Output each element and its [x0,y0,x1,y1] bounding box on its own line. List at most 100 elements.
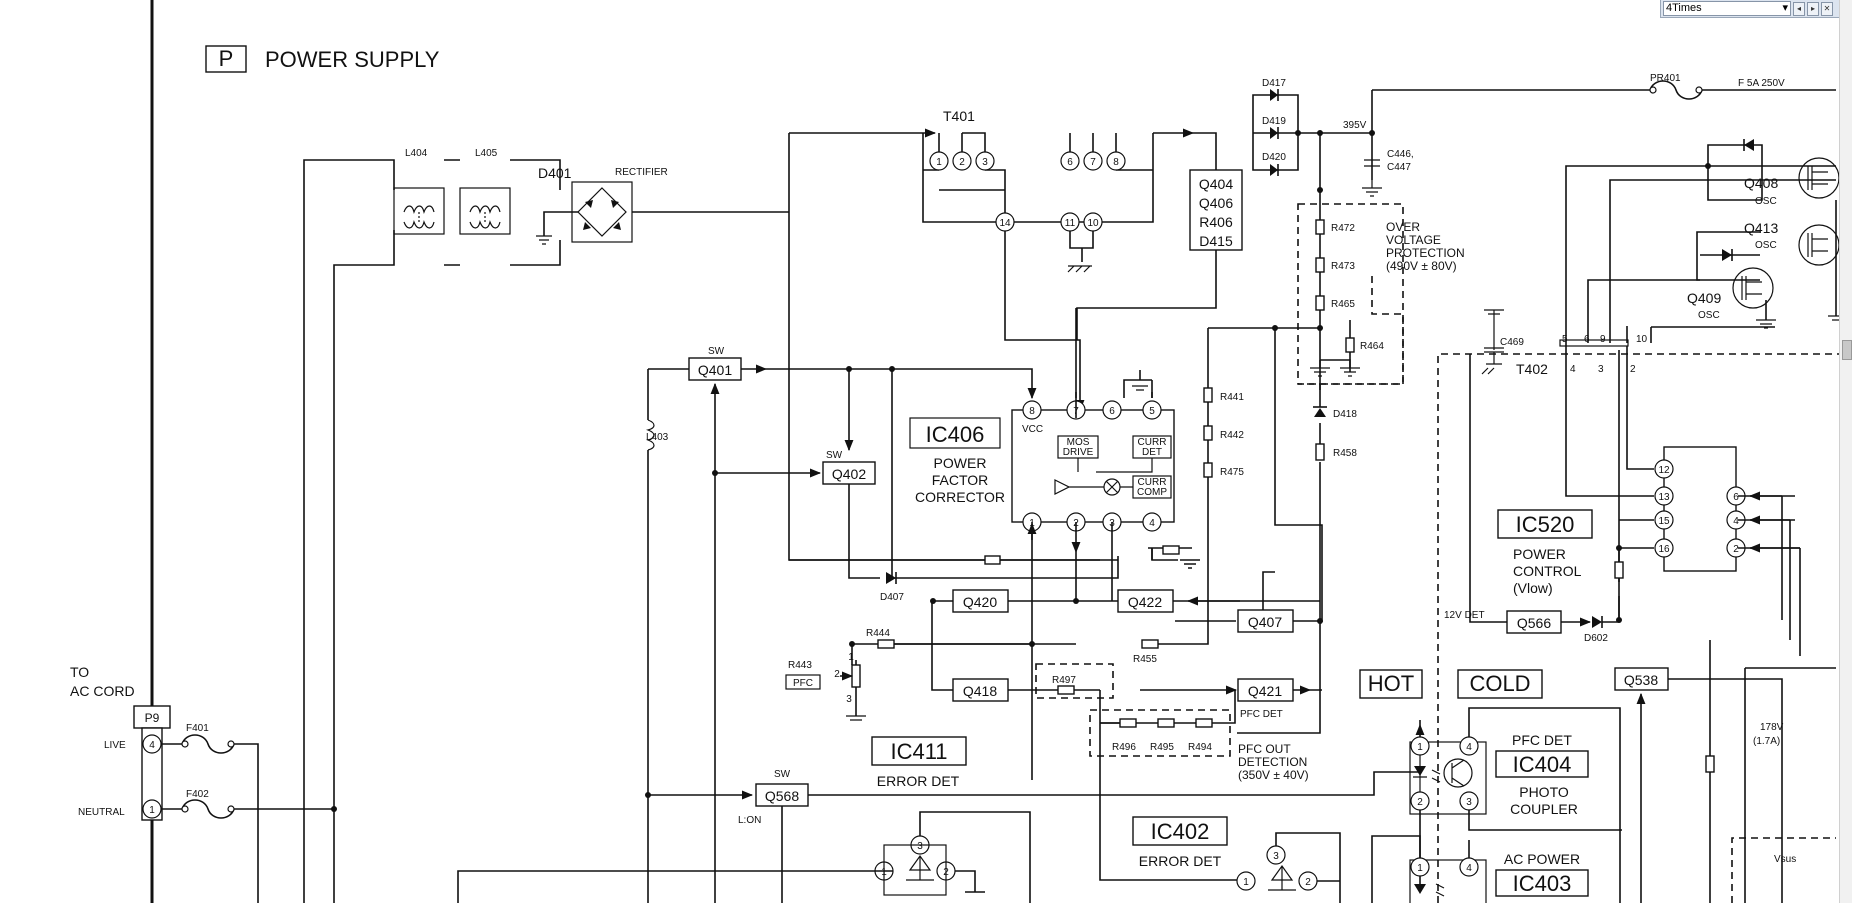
d418-label: D418 [1333,409,1357,420]
q568-note: L:ON [738,815,761,826]
zoom-next-button[interactable]: ▸ [1807,1,1819,16]
q401-name: Q401 [698,362,732,378]
r406-label: R406 [1199,214,1233,230]
pot-pin1: 1 [848,652,854,663]
ic403-photocoupler: 1 4 AC POWER IC403 [1371,835,1589,903]
l405-label: L405 [475,148,498,159]
c469-label: C469 [1500,337,1524,348]
r464-label: R464 [1360,341,1384,352]
t401-pin-1: 1 [936,157,942,168]
ic402-pin3: 3 [1273,851,1279,862]
r472-label: R472 [1331,223,1355,234]
t401-pin11: 11 [1065,218,1076,229]
t402-pin-10: 10 [1636,334,1648,345]
q402-name: Q402 [832,466,866,482]
q566-block: 12V DET Q566 D602 [1444,354,1624,644]
pfc-out-line1: PFC OUT [1238,742,1291,756]
ic520-desc1: POWER [1513,546,1566,562]
q408-name: Q408 [1744,175,1778,191]
q408-tag: OSC [1755,196,1777,207]
ic402-pin2: 2 [1305,877,1311,888]
chevron-left-icon: ◂ [1796,3,1801,13]
ic403-pin4: 4 [1466,863,1472,874]
d420-label: D420 [1262,152,1286,163]
r455-label: R455 [1133,654,1157,665]
zoom-prev-button[interactable]: ◂ [1793,1,1805,16]
cold-label: COLD [1469,671,1530,696]
r465-label: R465 [1331,299,1355,310]
ic520-pin-circle-12 [1654,459,1674,479]
t401-pin10: 10 [1087,218,1099,229]
ic411-name: IC411 [890,739,947,764]
zoom-toolbar: 4Times ▾ ◂ ▸ ✕ [1660,0,1850,18]
t401-pin-2: 2 [959,157,965,168]
pfc-feedback-chain: D418 R458 R441 R442 R475 R455 [888,325,1357,734]
v395-label: 395V [1343,120,1367,131]
c447-label: C447 [1387,162,1411,173]
t401-pin-circle-3 [975,151,995,171]
q566-name: Q566 [1517,615,1551,631]
ic520-desc2: CONTROL [1513,563,1582,579]
t401-pin-circle-1 [929,151,949,171]
d407-label: D407 [880,592,904,603]
ic406-pin-circle-4 [1142,512,1162,532]
r441-label: R441 [1220,392,1244,403]
zoom-select[interactable]: 4Times ▾ [1663,1,1791,16]
ic520-pin-16: 16 [1658,544,1670,555]
f402-label: F402 [186,789,209,800]
r496-label: R496 [1112,742,1136,753]
q568-switch: SW Q568 L:ON [645,769,1420,903]
ic403-pin1: 1 [1417,863,1423,874]
ic404-photocoupler: 1 2 4 3 PFC DET IC404 PHOTO COUPLER [1410,707,1622,903]
ic406-cdet1: CURR [1138,437,1167,448]
ovp-line1: OVER [1386,220,1420,234]
ic406-vcc: VCC [1022,424,1043,435]
close-button[interactable]: ✕ [1821,1,1833,16]
vsus-label: Vsus [1774,854,1796,865]
v12det-label: 12V DET [1444,610,1485,621]
ovp-line4: (490V ± 80V) [1386,259,1457,273]
ic520-pin-circle-13 [1654,486,1674,506]
line-filter: L404 L405 D401 RECTIFIER L403 [303,148,789,903]
ic406-pin-6: 6 [1109,406,1115,417]
ic411-pin3: 3 [917,841,923,852]
pfc-out-line2: DETECTION [1238,755,1307,769]
ic406-desc1: POWER [934,455,987,471]
d417-label: D417 [1262,78,1286,89]
ic404-top: PFC DET [1512,732,1572,748]
r497-label: R497 [1052,675,1076,686]
q402-switch: SW Q402 D407 [712,450,1200,603]
ic402-block: IC402 ERROR DET 3 1 2 [1132,816,1341,903]
t401-pin-circle-8 [1106,151,1126,171]
ic404-pin4: 4 [1466,742,1472,753]
t401-pin14: 14 [999,218,1011,229]
v178-line1: 178V [1760,722,1784,733]
r443-label: R443 [788,660,812,671]
t401-pin-circle-6 [1060,151,1080,171]
ic520-pin-circle-16 [1654,538,1674,558]
ic406-ccomp1: CURR [1138,477,1167,488]
d419-label: D419 [1262,116,1286,127]
t401-winding-links [923,132,1153,213]
section-letter: P [219,46,234,71]
ic520-pin-6: 6 [1733,492,1739,503]
ic520-name: IC520 [1516,512,1575,537]
r442-label: R442 [1220,430,1244,441]
vertical-scrollbar[interactable] [1839,0,1852,903]
ic406-pin-8: 8 [1029,406,1035,417]
d415-label: D415 [1199,233,1233,249]
output-section: 178V (1.7A) Vsus [1731,667,1836,903]
output-diodes: D417 D419 D420 395V C446, C447 PR401 F 5… [1252,73,1836,197]
q404-label: Q404 [1199,176,1233,192]
t401-label: T401 [943,108,975,124]
hot-label: HOT [1368,671,1414,696]
ic406-desc2: FACTOR [932,472,989,488]
scroll-grip[interactable] [1842,340,1852,360]
pfc-detect-transistors: Q418 Q421 R497 PFC DET R496 R495 R494 PF… [952,663,1322,881]
ic406-pin-circle-5 [1142,400,1162,420]
t401-pin-7: 7 [1090,157,1096,168]
over-voltage-protection: R472 R473 R465 R464 OVER VOLTAGE PROTECT… [1297,133,1465,390]
q402-tag: SW [826,450,843,461]
